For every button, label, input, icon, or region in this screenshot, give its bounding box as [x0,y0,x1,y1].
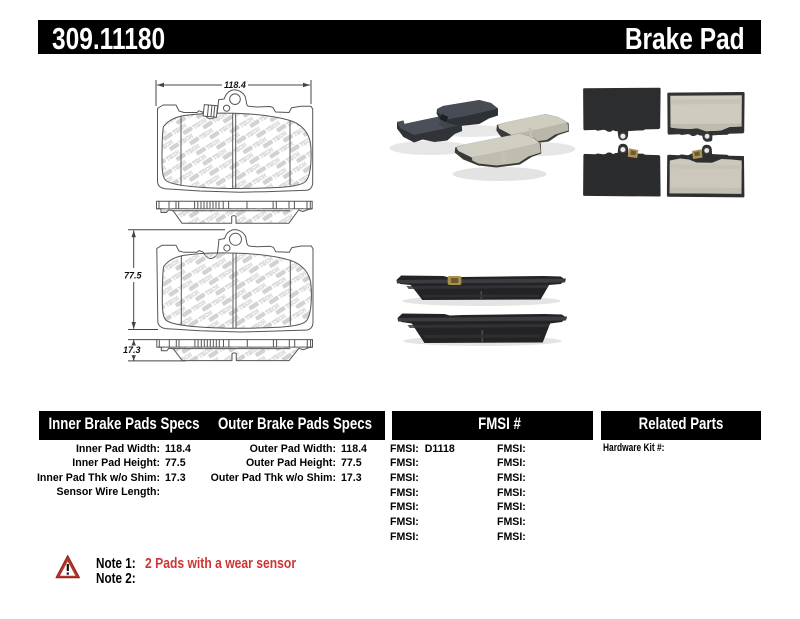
svg-text:118.4: 118.4 [224,80,246,90]
svg-text:17.3: 17.3 [123,345,141,355]
svg-text:77.5: 77.5 [124,271,143,281]
